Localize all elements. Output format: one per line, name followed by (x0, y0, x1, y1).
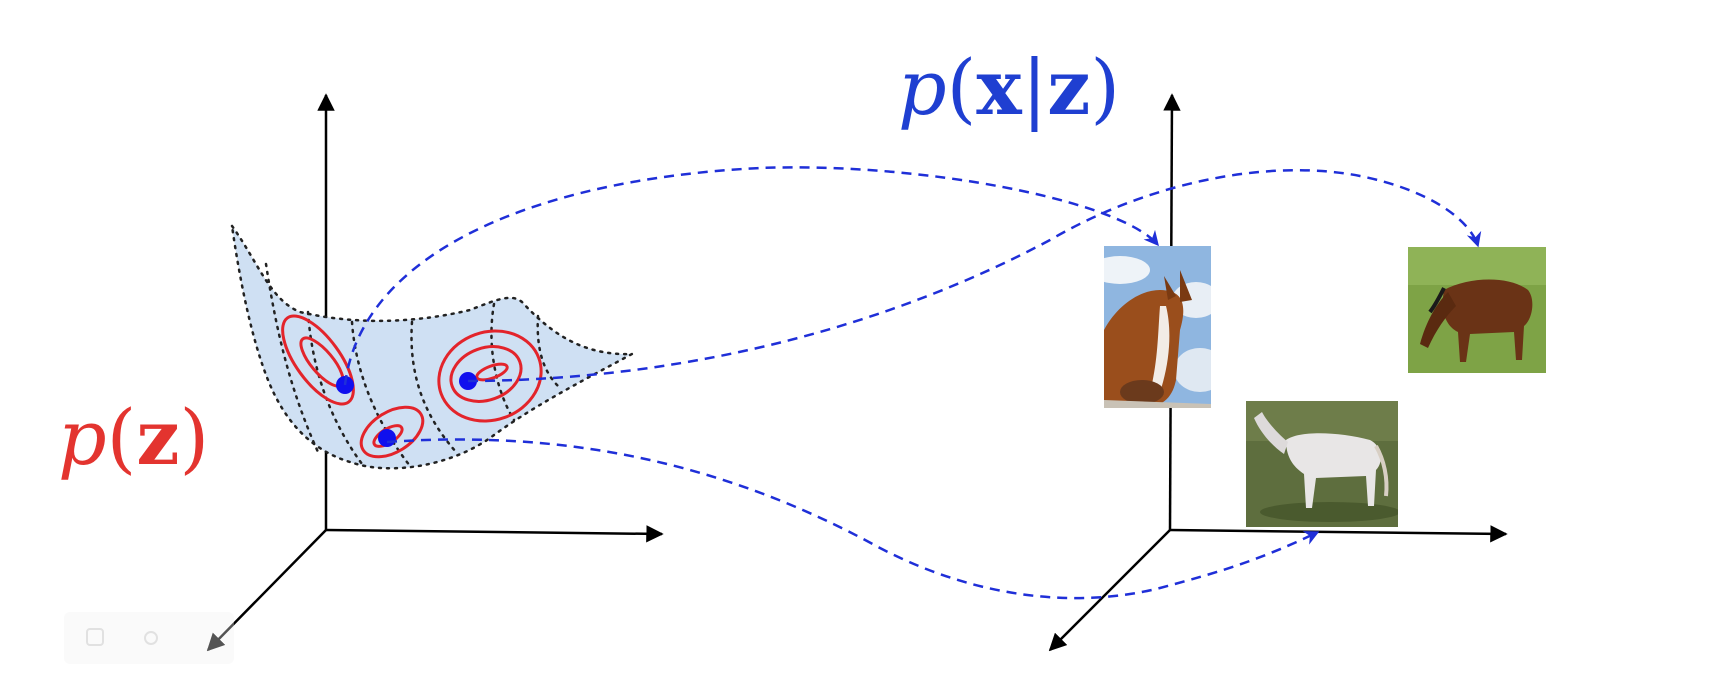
prior-label: p(z) (58, 393, 209, 482)
latent-axis-depth (206, 529, 327, 652)
surface-gridline (306, 310, 364, 466)
contour-ring (437, 329, 543, 423)
faint-overlay-toolbar (64, 612, 234, 664)
white-horse-standing-image (1246, 401, 1398, 527)
latent-surface (230, 225, 633, 470)
contour-ring (281, 314, 355, 406)
mapping-arrows (343, 166, 1482, 600)
data-axis-depth (1048, 529, 1171, 652)
brown-horse-grazing-image (1408, 247, 1546, 373)
surface-patch (230, 225, 633, 470)
surface-gridline (490, 302, 516, 422)
horse-head-closeup-image (1104, 246, 1211, 408)
mapping-arrow (467, 169, 1482, 383)
latent-axis-horizontal (325, 525, 664, 543)
contour-ring (475, 362, 509, 382)
camera-icon (144, 631, 158, 645)
data-axis-horizontal (1169, 525, 1508, 543)
surface-gridline (536, 314, 560, 388)
mapping-arrow (386, 438, 1320, 600)
surface-gridline (264, 262, 320, 454)
density-contours (281, 314, 543, 459)
surface-gridline (350, 320, 412, 468)
contour-ring (449, 345, 523, 403)
contour-ring (359, 405, 425, 459)
mapping-arrow (343, 166, 1159, 386)
latent-axes (206, 93, 664, 652)
surface-gridline (410, 320, 458, 454)
latent-sample-point (378, 429, 396, 447)
likelihood-label: p(x|z) (898, 43, 1120, 132)
expand-icon (86, 628, 104, 646)
